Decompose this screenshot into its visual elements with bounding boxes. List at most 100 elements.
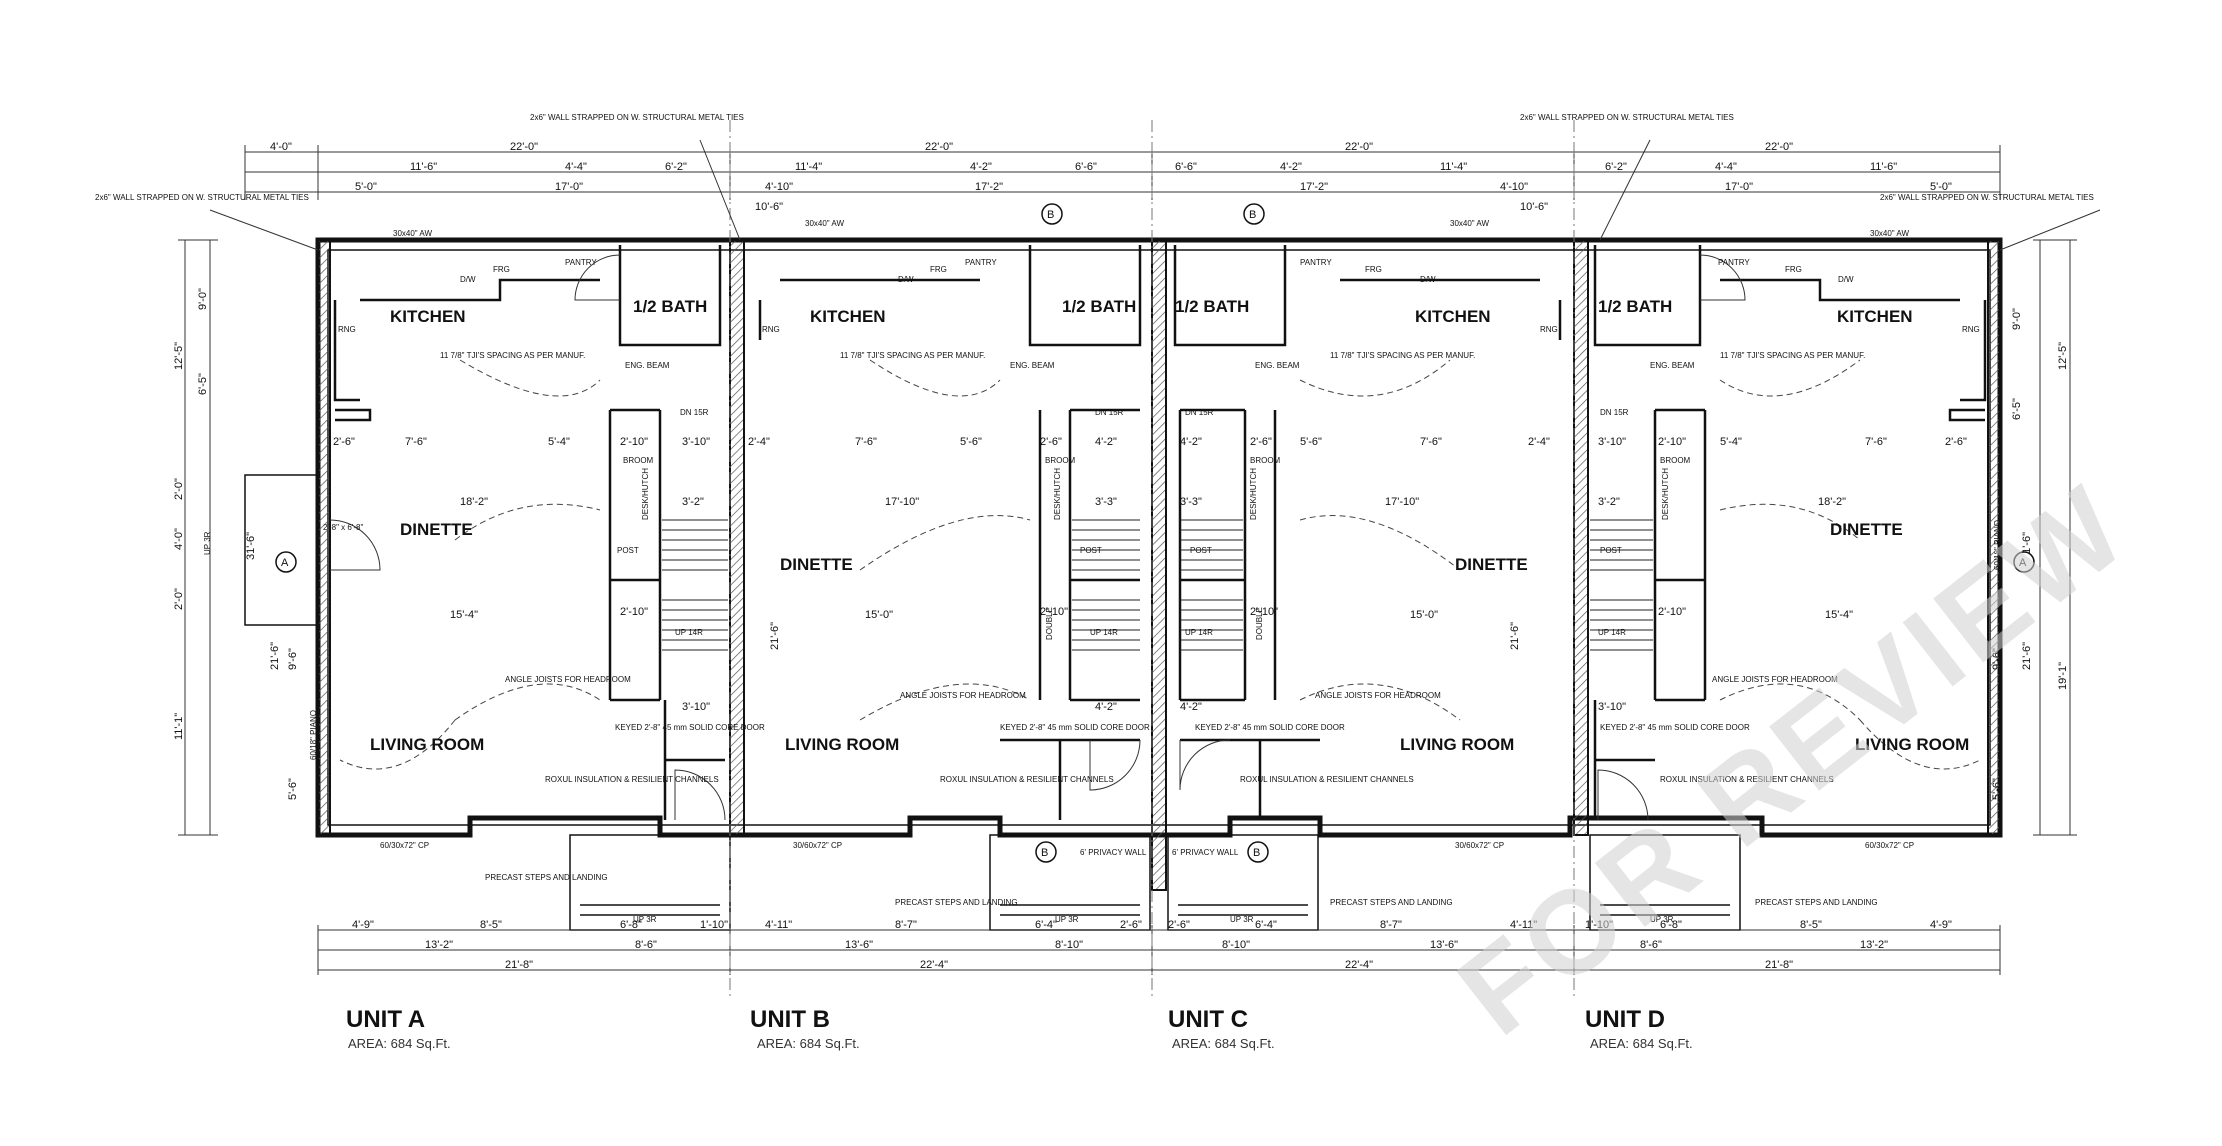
dim-top-1: 22'-0": [510, 141, 538, 153]
party-wall-bc: [1151, 239, 1167, 891]
dim-bottom1-5: 8'-7": [895, 919, 917, 931]
closet-d: [1948, 408, 1985, 422]
closet-a: [335, 408, 372, 422]
dim-int-c-10: 21'-6": [1509, 622, 1521, 650]
broom-label-b: BROOM: [1045, 456, 1076, 465]
rng-label-a: RNG: [338, 325, 356, 334]
angle-joists-note-a: ANGLE JOISTS FOR HEADROOM: [505, 675, 631, 684]
dim-int-b-4: 2'-4": [748, 436, 770, 448]
patio-door-note-c: 30/60x72" CP: [1455, 841, 1504, 850]
dim-top-4: 22'-0": [1765, 141, 1793, 153]
dim-right-1: 12'-5": [2057, 342, 2069, 370]
bath-walls-b: [1028, 245, 1142, 347]
dw-label-d: D/W: [1838, 275, 1854, 284]
kitchen-label-c: KITCHEN: [1415, 307, 1491, 326]
unit-a-area: AREA: 684 Sq.Ft.: [348, 1036, 451, 1051]
door-swing-bath-d: [1699, 254, 1746, 301]
dn-15r-note-b: DN 15R: [1095, 408, 1124, 417]
leader-lines: [209, 139, 2101, 251]
dn-15r-note-c: DN 15R: [1185, 408, 1214, 417]
dim-int-d-8: 2'-10": [1658, 606, 1686, 618]
dim-int-b-0: 17'-10": [885, 496, 919, 508]
vestibule-c: [1180, 738, 1320, 820]
eng-beam-note-a: ENG. BEAM: [625, 361, 670, 370]
dim-int-a-1: 15'-4": [450, 609, 478, 621]
dim-int-b-10: 21'-6": [769, 622, 781, 650]
dim-bottom2-2: 13'-6": [845, 939, 873, 951]
dim-top-0: 4'-0": [270, 141, 292, 153]
angle-joists-note-b: ANGLE JOISTS FOR HEADROOM: [900, 691, 1026, 700]
dim-bottom1-8: 2'-6": [1168, 919, 1190, 931]
unit-c-area: AREA: 684 Sq.Ft.: [1172, 1036, 1275, 1051]
dim-left-10: 5'-6": [287, 778, 299, 800]
dim-left-2: 6'-5": [197, 373, 209, 395]
section-marker-b-top-1: B: [1041, 203, 1063, 225]
up-3r-note-d: UP 3R: [1650, 915, 1674, 924]
dinette-label-a: DINETTE: [400, 520, 473, 539]
dim-top-sub-left-2: 6'-2": [665, 161, 687, 173]
dim-right-5: 19'-1": [2057, 662, 2069, 690]
dim-bottom1-1: 8'-5": [480, 919, 502, 931]
dim-left-6: 2'-0": [173, 588, 185, 610]
dim-int-c-2: 7'-6": [1420, 436, 1442, 448]
svg-text:B: B: [1253, 847, 1260, 859]
interior-partitions: [333, 245, 1987, 820]
dimension-lines: [178, 120, 2101, 1000]
pantry-label-d: PANTRY: [1718, 258, 1750, 267]
kitchen-label-b: KITCHEN: [810, 307, 886, 326]
dim-top-3: 22'-0": [1345, 141, 1373, 153]
eng-beam-note-c: ENG. BEAM: [1255, 361, 1300, 370]
vestibule-a: [663, 700, 725, 820]
dim-int-c-3: 5'-6": [1300, 436, 1322, 448]
dinette-label-b: DINETTE: [780, 555, 853, 574]
dim-int-b-7: 3'-3": [1095, 496, 1117, 508]
dim-bottom1-11: 4'-11": [1510, 919, 1537, 931]
dim-bottom2-7: 13'-2": [1860, 939, 1888, 951]
patio-door-note-b: 30/60x72" CP: [793, 841, 842, 850]
half-bath-label-d: 1/2 BATH: [1598, 297, 1672, 316]
dim-top-sub-c-4: 4'-10": [1500, 181, 1528, 193]
dim-int-d-2: 7'-6": [1865, 436, 1887, 448]
section-marker-a-right: A: [2013, 551, 2035, 573]
roxul-note-d: ROXUL INSULATION & RESILIENT CHANNELS: [1660, 775, 1834, 784]
dim-top-sub-b-4: 17'-2": [975, 181, 1003, 193]
construction-notes: 2x6" WALL STRAPPED ON W. STRUCTURAL META…: [95, 113, 2094, 924]
tji-note-b: 11 7/8" TJI'S SPACING AS PER MANUF.: [840, 351, 985, 360]
unit-b-area: AREA: 684 Sq.Ft.: [757, 1036, 860, 1051]
living-room-label-a: LIVING ROOM: [370, 735, 484, 754]
piano-note-a: 60/18" PIANO: [309, 710, 318, 760]
exterior-wall-right: [1987, 239, 2001, 836]
dim-left-7: 21'-6": [269, 642, 281, 670]
svg-text:A: A: [281, 557, 289, 569]
up-3r-note-b: UP 3R: [1055, 915, 1079, 924]
eng-beam-note-b: ENG. BEAM: [1010, 361, 1055, 370]
dim-int-c-8: 2'-10": [1250, 606, 1278, 618]
post-label-d: POST: [1600, 546, 1622, 555]
dim-right-2: 6'-5": [2011, 398, 2023, 420]
dim-bottom1-14: 8'-5": [1800, 919, 1822, 931]
dim-int-b-2: 7'-6": [855, 436, 877, 448]
dim-bottom2-5: 13'-6": [1430, 939, 1458, 951]
dim-int-c-7: 3'-3": [1180, 496, 1202, 508]
post-label-a: POST: [617, 546, 639, 555]
electrical-arcs-c: [1299, 359, 1461, 721]
svg-text:B: B: [1041, 847, 1048, 859]
dim-bottom1-10: 8'-7": [1380, 919, 1402, 931]
pantry-label-c: PANTRY: [1300, 258, 1332, 267]
rng-label-d: RNG: [1962, 325, 1980, 334]
stair-treads-c: [1180, 519, 1243, 651]
eng-beam-note-d: ENG. BEAM: [1650, 361, 1695, 370]
kitchen-counter-c: [1340, 278, 1562, 340]
frg-label-b: FRG: [930, 265, 947, 274]
stair-treads-a: [662, 519, 728, 651]
dinette-label-d: DINETTE: [1830, 520, 1903, 539]
dim-top-sub-c-3: 17'-2": [1300, 181, 1328, 193]
bath-walls-d: [1593, 245, 1702, 347]
door-swing-entry-c: [1179, 739, 1231, 791]
dim-int-a-5: 3'-10": [682, 436, 710, 448]
kitchen-label-a: KITCHEN: [390, 307, 466, 326]
pantry-label-b: PANTRY: [965, 258, 997, 267]
dim-int-d-6: 2'-10": [1658, 436, 1686, 448]
wall-strapped-note-ab: 2x6" WALL STRAPPED ON W. STRUCTURAL META…: [530, 113, 744, 122]
